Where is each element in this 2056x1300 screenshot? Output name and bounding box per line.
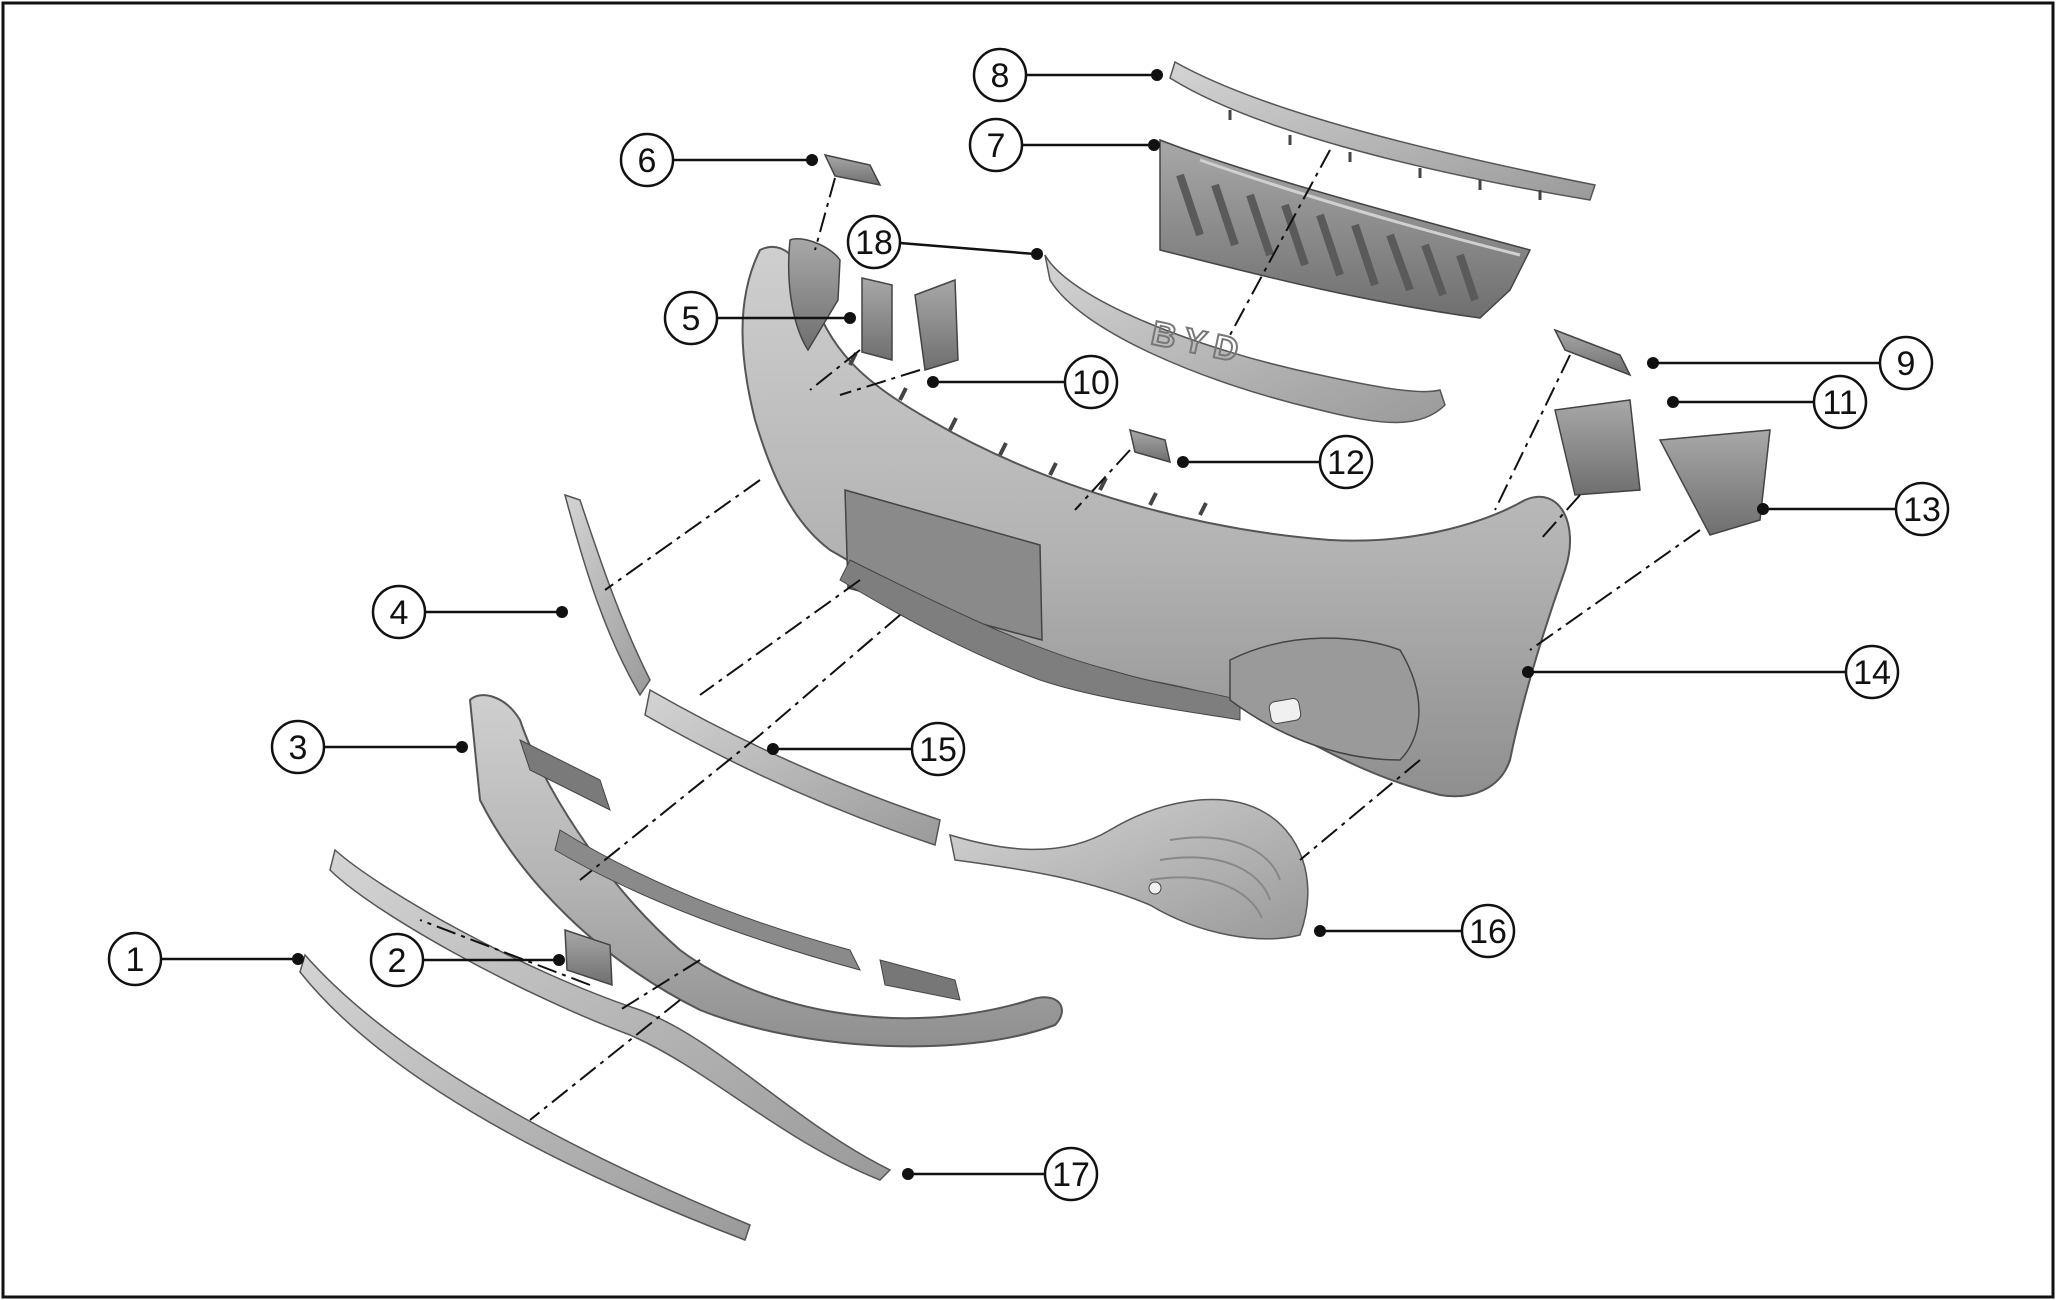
callout-4-label: 4 [390,594,409,632]
callout-5: 5 [663,290,719,346]
callout-6: 6 [619,132,675,188]
callout-17: 17 [1043,1146,1099,1202]
part-8-upper-trim-strip [1169,60,1596,201]
callout-16: 16 [1460,903,1516,959]
part-5-left-side-bracket [861,277,893,361]
part-3-lower-lip-assembly [468,694,1063,1048]
callout-12: 12 [1318,434,1374,490]
callout-18-label: 18 [855,224,893,262]
callout-9-label: 9 [1897,345,1916,383]
callout-10-label: 10 [1072,364,1110,402]
part-6-left-bracket [823,153,882,187]
callout-8: 8 [972,47,1028,103]
callout-11-label: 11 [1822,384,1857,422]
part-16-right-lower-trim [949,798,1309,940]
callout-14-label: 14 [1853,654,1891,692]
callout-7-label: 7 [987,127,1006,165]
callout-7: 7 [968,117,1024,173]
callout-6-label: 6 [638,142,657,180]
callout-12-label: 12 [1327,444,1365,482]
part-17-lower-spoiler [329,848,892,1181]
part-7-grille-frame [1159,138,1532,319]
callout-17-label: 17 [1052,1156,1090,1194]
callout-8-label: 8 [991,57,1010,95]
callout-2: 2 [369,932,425,988]
left-corner-bracket [787,238,841,352]
leader-dots [292,69,1769,1180]
callout-14: 14 [1844,644,1900,700]
callout-13: 13 [1894,481,1950,537]
callout-16-label: 16 [1469,913,1507,951]
callout-15: 15 [910,721,966,777]
callout-9: 9 [1878,335,1934,391]
callout-15-label: 15 [919,731,957,769]
callout-1-label: 1 [126,941,145,979]
callout-3: 3 [270,719,326,775]
leader-lines [161,73,1896,1176]
callout-18: 18 [846,214,902,270]
callout-1: 1 [107,931,163,987]
callout-5-label: 5 [682,300,701,338]
part-10-left-inner-bracket [914,278,959,371]
part-11-right-side-bracket [1554,399,1641,496]
assembly-guide-lines [419,149,1701,1121]
callout-4: 4 [371,584,427,640]
part-1-lowest-trim-strip [299,953,751,1241]
part-9-right-bracket [1553,328,1632,377]
callout-13-label: 13 [1903,491,1941,529]
part-15-middle-trim [644,688,941,846]
callout-10: 10 [1063,354,1119,410]
part-14-bumper-cover [741,245,1571,798]
callout-11: 11 [1812,374,1868,430]
part-12-center-bracket [1128,428,1172,464]
part-4-left-vertical-trim [563,493,651,697]
part-13-right-outer-bracket [1658,429,1771,536]
part-2-plate-bracket [564,928,613,987]
callout-3-label: 3 [289,729,308,767]
callout-2-label: 2 [388,942,407,980]
